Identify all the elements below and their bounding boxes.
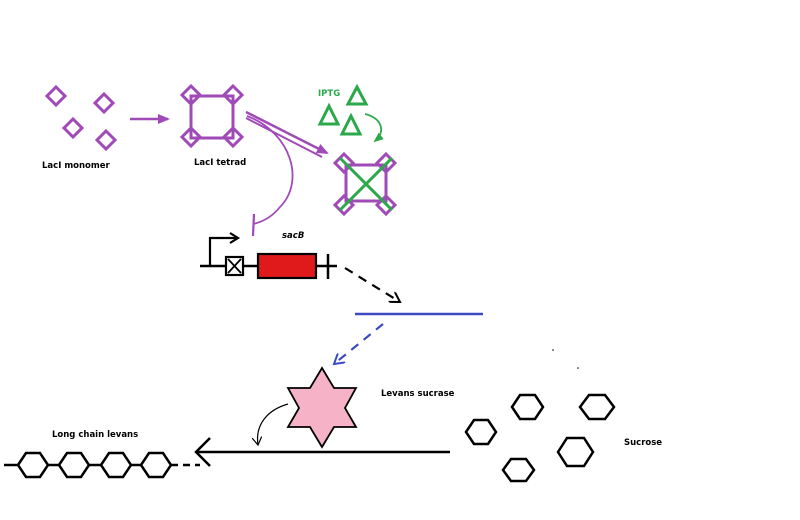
levans-sucrase-label: Levans sucrase	[381, 389, 455, 399]
levan-hexagon-icon	[57, 451, 91, 479]
translation-arrow	[334, 323, 384, 364]
sucrose-hexagon-icon	[501, 457, 536, 483]
levan-hexagon-icon	[16, 451, 50, 479]
laci-monomer-group	[44, 84, 118, 152]
promoter-arrow-icon	[208, 236, 236, 266]
levan-hexagon-icon	[139, 451, 173, 479]
sacb-gene-block	[256, 252, 318, 280]
gene-construct	[200, 232, 337, 280]
levan-hexagon-icon	[99, 451, 133, 479]
iptg-label: IPTG	[318, 89, 340, 99]
iptg-triangle-icon	[345, 83, 369, 106]
iptg-triangle-icon	[339, 112, 363, 136]
iptg-triangle-icon	[317, 102, 341, 126]
laci-tetrad-label: LacI tetrad	[194, 158, 246, 168]
iptg-binding-arrow	[245, 110, 329, 155]
laci-monomer-icon	[61, 116, 85, 140]
sucrose-hexagon-icon	[464, 418, 498, 446]
transcription-arrow	[344, 267, 400, 302]
laci-monomer-label: LacI monomer	[42, 161, 111, 171]
iptg-binding-curve	[364, 113, 384, 143]
laci-tetrad-icon	[179, 83, 245, 149]
repression-bar	[251, 213, 256, 237]
sucrose-hexagon-icon	[510, 393, 545, 421]
speck	[577, 367, 579, 369]
catalysis-curve	[258, 403, 289, 445]
sucrose-label: Sucrose	[624, 438, 662, 448]
laci-monomer-icon	[44, 84, 68, 108]
speck	[552, 349, 554, 351]
sucrose-hexagon-icon	[556, 436, 595, 468]
levan-chain	[4, 451, 200, 479]
repression-line	[246, 115, 294, 225]
laci-monomer-icon	[92, 91, 116, 115]
reaction-arrow-head-icon	[194, 437, 211, 467]
levans-sucrase-star-icon	[286, 366, 358, 449]
inactive-tetrad-icon	[332, 151, 398, 217]
long-chain-levans-label: Long chain levans	[52, 430, 138, 440]
gene-label: sacB	[282, 231, 304, 241]
iptg-binding-arrow-stroke	[245, 117, 323, 158]
iptg-group	[317, 83, 369, 136]
laci-monomer-icon	[94, 128, 118, 152]
sucrose-group	[464, 393, 616, 483]
sucrose-hexagon-icon	[578, 393, 616, 421]
